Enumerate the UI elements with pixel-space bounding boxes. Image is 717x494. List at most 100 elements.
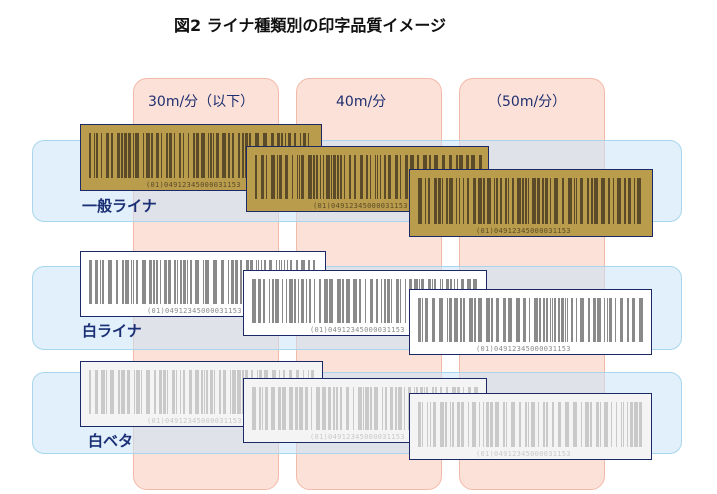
barcode-bar [89,133,91,178]
barcode-bar [166,133,168,178]
barcode-bar [385,387,387,430]
barcode-bar [552,298,553,342]
barcode-bar [593,298,596,342]
barcode-bar [463,298,465,342]
barcode-bar [232,133,234,178]
barcode-bar [340,155,342,199]
barcode-bars [418,298,643,342]
barcode-bar [503,298,506,342]
barcode-bar [580,298,584,342]
barcode-bar [228,133,230,178]
barcode-bar [154,370,156,414]
row-label-white-solid: 白ベタ [88,432,134,450]
barcode-bar [206,370,208,414]
barcode-bar [322,387,326,430]
barcode-bar [613,178,614,224]
barcode-bar [449,178,453,224]
barcode-bar [449,298,452,342]
barcode-bar [117,133,120,178]
barcode-bar [326,155,330,199]
barcode-bar [639,402,642,447]
barcode-bar [440,402,444,447]
barcode-bar [639,298,643,342]
barcode-bar [346,279,350,323]
barcode-bar [456,178,457,224]
barcode-bar [277,155,278,199]
barcode-bar [223,370,226,414]
barcode-bar [122,260,124,304]
barcode-bar [235,260,238,304]
barcode-bar [523,298,526,342]
barcode-bar [442,178,443,224]
barcode-bar [597,298,601,342]
barcode-bar [151,133,153,178]
barcode-bar [142,260,146,304]
barcode-bar [491,298,493,342]
barcode-bar [500,178,502,224]
barcode-bar [298,279,299,323]
barcode-bar [354,155,356,199]
barcode-bar [531,402,535,447]
barcode-bar [201,370,203,414]
barcode-bar [418,402,421,447]
barcode-bar [624,178,626,224]
barcode-bar [366,155,368,199]
barcode-bar [309,279,311,323]
barcode-bar [479,402,480,447]
barcode-bar [314,279,315,323]
barcode-bar [427,402,428,447]
barcode-bar [102,260,104,304]
barcode-bar [425,178,426,224]
barcode-bar [446,178,448,224]
barcode-bar [265,387,268,430]
barcode-bar [370,279,373,323]
barcode-bar [519,402,521,447]
barcode-bar [337,279,341,323]
barcode-bar [159,370,162,414]
barcode-bar [295,387,298,430]
barcode-bar [511,402,515,447]
barcode-bar [179,133,181,178]
barcode-bar [106,133,109,178]
barcode-bar [554,178,558,224]
barcode-bar [617,178,621,224]
barcode-bar [230,370,231,414]
barcode-bar [169,133,172,178]
barcode-bar [450,402,451,447]
barcode-bar [214,370,215,414]
barcode-bar [308,155,312,199]
barcode-bar [395,155,398,199]
barcode-bar [342,279,344,323]
barcode-bar [349,155,351,199]
barcode-bar [328,387,331,430]
barcode-bar [292,155,293,199]
barcode-bar [232,370,236,414]
barcode-caption: (01)04912345000031153 [310,433,405,441]
barcode-bar [255,155,257,199]
barcode-bar [301,279,304,323]
barcode-bar [269,279,270,323]
barcode-bar [503,402,505,447]
barcode-bar [469,298,473,342]
barcode-bar [164,260,167,304]
barcode-bar [508,298,512,342]
barcode-bar [208,133,209,178]
barcode-bar [573,402,577,447]
barcode-bar [106,370,107,414]
barcode-bar [346,387,349,430]
barcode-bar [101,370,105,414]
barcode-bar [528,178,529,224]
barcode-bar [632,298,635,342]
barcode-bar [316,155,318,199]
barcode-bar [324,279,328,323]
barcode-bar [390,387,393,430]
barcode-bar [561,298,564,342]
barcode-bar [529,298,530,342]
barcode-bar [195,370,199,414]
barcode-bar [286,279,287,323]
barcode-bar [445,402,447,447]
barcode-bar [591,178,593,224]
barcode-bar [128,133,131,178]
barcode-bar [384,155,386,199]
barcode-bar [263,279,265,323]
